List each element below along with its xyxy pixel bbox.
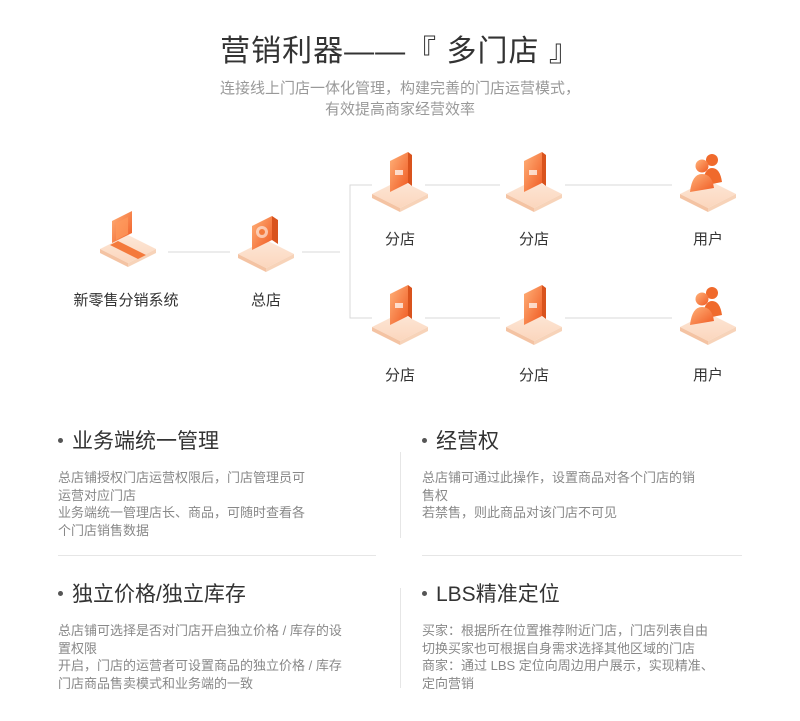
section-body: 总店铺授权门店运营权限后，门店管理员可 运营对应门店 业务端统一管理店长、商品，… <box>58 469 388 539</box>
body-line: 总店铺授权门店运营权限后，门店管理员可 <box>58 470 306 485</box>
feature-unified-management: 业务端统一管理 总店铺授权门店运营权限后，门店管理员可 运营对应门店 业务端统一… <box>58 425 388 539</box>
body-line: 商家：通过 LBS 定位向周边用户展示，实现精准、 <box>422 658 714 673</box>
phone-icon <box>506 152 562 212</box>
body-line: 切换买家也可根据自身需求选择其他区域的门店 <box>422 640 696 656</box>
phone-icon <box>506 285 562 345</box>
section-body: 总店铺可通过此操作，设置商品对各个门店的销 售权 若禁售，则此商品对该门店不可见 <box>422 469 752 522</box>
hq-label: 总店 <box>250 292 281 309</box>
section-title: 独立价格/独立库存 <box>72 583 246 606</box>
branch-label: 分店 <box>518 367 549 384</box>
bullet-icon <box>422 590 427 596</box>
laptop-icon <box>100 211 156 267</box>
section-title: LBS精准定位 <box>436 583 560 606</box>
feature-sales-rights: 经营权 总店铺可通过此操作，设置商品对各个门店的销 售权 若禁售，则此商品对该门… <box>422 425 752 522</box>
body-line: 买家：根据所在位置推荐附近门店，门店列表自由 <box>422 623 709 638</box>
subtitle-line-2: 有效提高商家经营效率 <box>324 101 475 118</box>
section-body: 买家：根据所在位置推荐附近门店，门店列表自由 切换买家也可根据自身需求选择其他区… <box>422 622 752 692</box>
section-title: 业务端统一管理 <box>72 430 219 453</box>
divider <box>400 452 401 538</box>
system-label: 新零售分销系统 <box>73 292 179 309</box>
bullet-icon <box>58 590 63 596</box>
users-icon <box>680 287 736 345</box>
phone-icon <box>372 152 428 212</box>
body-line: 售权 <box>422 487 449 503</box>
body-line: 置权限 <box>58 640 98 656</box>
body-line: 开启，门店的运营者可设置商品的独立价格 / 库存 <box>58 658 342 673</box>
divider <box>422 555 742 556</box>
branch-label: 分店 <box>384 367 415 384</box>
connector-lines <box>168 184 672 319</box>
divider <box>400 588 401 688</box>
bullet-icon <box>422 437 427 443</box>
body-line: 门店商品售卖模式和业务端的一致 <box>58 675 254 691</box>
feature-independent-price-stock: 独立价格/独立库存 总店铺可选择是否对门店开启独立价格 / 库存的设 置权限 开… <box>58 578 388 692</box>
user-label: 用户 <box>692 367 723 384</box>
body-line: 运营对应门店 <box>58 487 137 503</box>
store-network-diagram <box>100 152 736 345</box>
branch-label: 分店 <box>384 231 415 248</box>
phone-icon <box>372 285 428 345</box>
user-label: 用户 <box>692 231 723 248</box>
page-subtitle: 连接线上门店一体化管理，构建完善的门店运营模式， 有效提高商家经营效率 <box>0 78 800 120</box>
subtitle-line-1: 连接线上门店一体化管理，构建完善的门店运营模式， <box>219 80 580 97</box>
section-body: 总店铺可选择是否对门店开启独立价格 / 库存的设 置权限 开启，门店的运营者可设… <box>58 622 388 692</box>
users-icon <box>680 154 736 212</box>
page-title: 营销利器——『 多门店 』 <box>220 35 580 68</box>
feature-lbs-location: LBS精准定位 买家：根据所在位置推荐附近门店，门店列表自由 切换买家也可根据自… <box>422 578 752 692</box>
body-line: 总店铺可选择是否对门店开启独立价格 / 库存的设 <box>58 623 342 638</box>
body-line: 总店铺可通过此操作，设置商品对各个门店的销 <box>422 470 696 485</box>
body-line: 个门店销售数据 <box>58 522 150 538</box>
body-line: 若禁售，则此商品对该门店不可见 <box>422 505 618 520</box>
bullet-icon <box>58 437 63 443</box>
divider <box>58 555 376 556</box>
store-icon <box>238 216 294 272</box>
body-line: 业务端统一管理店长、商品，可随时查看各 <box>58 505 306 520</box>
section-title: 经营权 <box>436 430 499 453</box>
body-line: 定向营销 <box>422 675 475 691</box>
branch-label: 分店 <box>518 231 549 248</box>
